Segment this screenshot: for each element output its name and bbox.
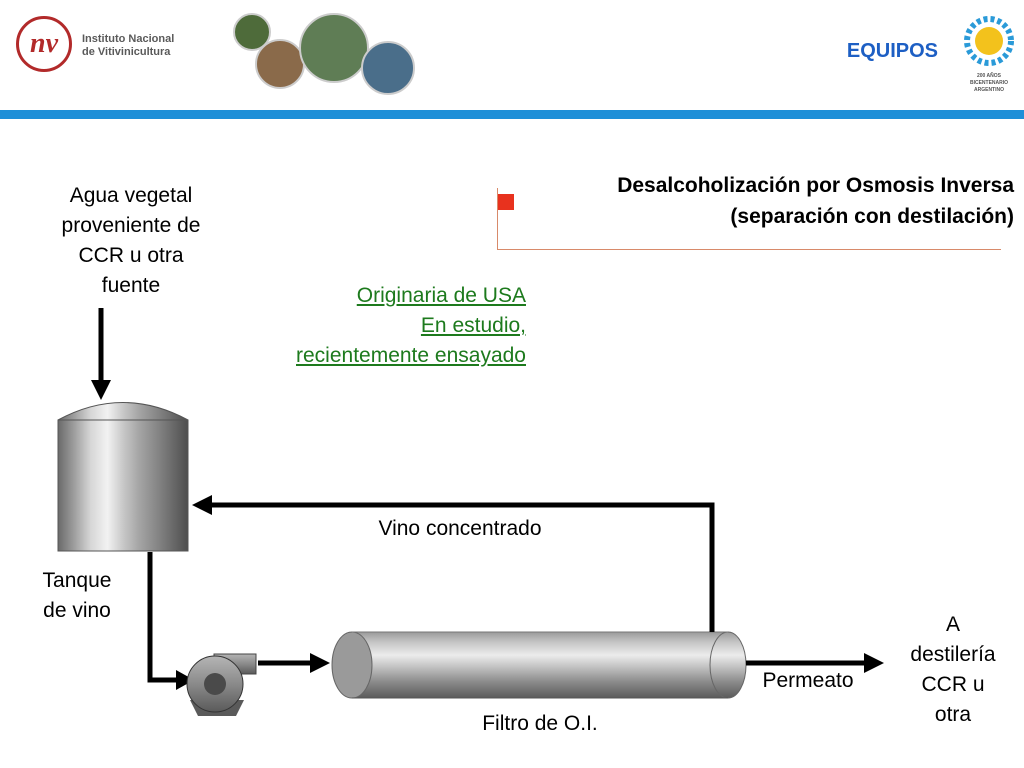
bicentenario-line-2: BICENTENARIO xyxy=(969,80,1009,86)
ro-filter xyxy=(331,631,747,699)
wine-tank xyxy=(57,402,189,552)
pump-to-filter-pipe xyxy=(258,653,330,673)
logo-text: Instituto Nacional de Vitivinicultura xyxy=(82,33,222,59)
notes: Originaria de USA En estudio, recienteme… xyxy=(200,281,526,371)
bicentenario-line-1: 200 AÑOS xyxy=(977,73,1001,79)
inv-logo-icon: nv xyxy=(16,16,72,72)
permeate-outflow-arrow xyxy=(746,653,884,673)
note-tested[interactable]: recientemente ensayado xyxy=(296,344,526,367)
logo-mark: nv xyxy=(30,28,58,59)
photo-grapes-icon xyxy=(233,13,271,51)
logo-line-1: Instituto Nacional xyxy=(82,33,175,45)
bicentenario-line-3: ARGENTINO xyxy=(974,87,1004,93)
photo-vineyard-icon xyxy=(299,13,369,83)
source-label-line-1: Agua vegetal xyxy=(69,184,193,207)
source-inflow-arrow xyxy=(91,308,111,400)
tank-label: Tanque de vino xyxy=(22,566,132,626)
title-bracket-line xyxy=(497,188,498,250)
tank-label-line-1: Tanque xyxy=(42,569,112,592)
note-status[interactable]: En estudio, xyxy=(420,314,526,337)
header-divider xyxy=(0,110,1024,119)
destination-label-line-1: A xyxy=(945,613,960,636)
destination-label-line-3: CCR u xyxy=(921,673,985,696)
section-title: EQUIPOS xyxy=(846,40,938,62)
permeate-label: Permeato xyxy=(762,669,854,692)
header-photos xyxy=(233,13,415,95)
title-bullet xyxy=(498,194,514,210)
pump-icon xyxy=(186,653,257,716)
tank-to-pump-pipe xyxy=(147,552,194,690)
note-origin[interactable]: Originaria de USA xyxy=(356,284,526,307)
title-underline xyxy=(497,249,1001,250)
source-label: Agua vegetal proveniente de CCR u otra f… xyxy=(30,181,232,301)
sun-emblem-icon xyxy=(964,16,1014,66)
destination-label-line-2: destilería xyxy=(910,643,996,666)
source-label-line-3: CCR u otra xyxy=(78,244,184,267)
concentrate-label: Vino concentrado xyxy=(378,517,542,540)
filter-label: Filtro de O.I. xyxy=(482,712,598,735)
source-label-line-2: proveniente de xyxy=(61,214,201,237)
bicentenario-logo: 200 AÑOS BICENTENARIO ARGENTINO xyxy=(962,14,1016,94)
destination-label-line-4: otra xyxy=(934,703,972,726)
concentrate-return-line xyxy=(192,495,715,632)
photo-worker-icon xyxy=(361,41,415,95)
logo-line-2: de Vitivinicultura xyxy=(82,46,171,58)
tank-label-line-2: de vino xyxy=(43,599,111,622)
slide-title: Desalcoholización por Osmosis Inversa (s… xyxy=(500,170,1014,232)
slide-title-line-2: (separación con destilación) xyxy=(730,205,1014,228)
slide-title-line-1: Desalcoholización por Osmosis Inversa xyxy=(617,174,1014,197)
source-label-line-4: fuente xyxy=(101,274,161,297)
header xyxy=(0,0,1024,120)
destination-label: A destilería CCR u otra xyxy=(888,610,1018,730)
